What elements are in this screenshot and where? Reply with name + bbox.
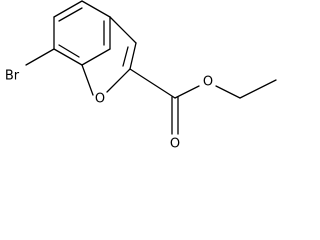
- bond: [81, 64, 94, 96]
- bond: [53, 0, 83, 18]
- bond: [81, 48, 111, 66]
- ester-group: [129, 68, 277, 135]
- benzene-ring: [53, 0, 111, 66]
- double-bond-inner: [58, 44, 80, 58]
- bond: [106, 68, 131, 93]
- bond: [174, 85, 200, 99]
- ester-oxygen-atom-label: O: [203, 75, 213, 90]
- bond: [53, 48, 83, 66]
- carbonyl-oxygen-atom-label: O: [170, 137, 180, 152]
- bond: [215, 85, 241, 99]
- double-bond-inner: [122, 46, 129, 67]
- bond: [81, 0, 111, 18]
- bond: [109, 16, 137, 44]
- bond: [239, 79, 277, 99]
- chemical-structure: Br O O O: [5, 0, 277, 152]
- furan-ring: [81, 16, 137, 96]
- bond: [25, 48, 55, 66]
- bromine-atom-label: Br: [5, 69, 20, 84]
- ring-oxygen-atom-label: O: [95, 92, 105, 107]
- bond: [129, 42, 137, 70]
- bond: [129, 68, 176, 99]
- double-bond-inner: [58, 7, 83, 22]
